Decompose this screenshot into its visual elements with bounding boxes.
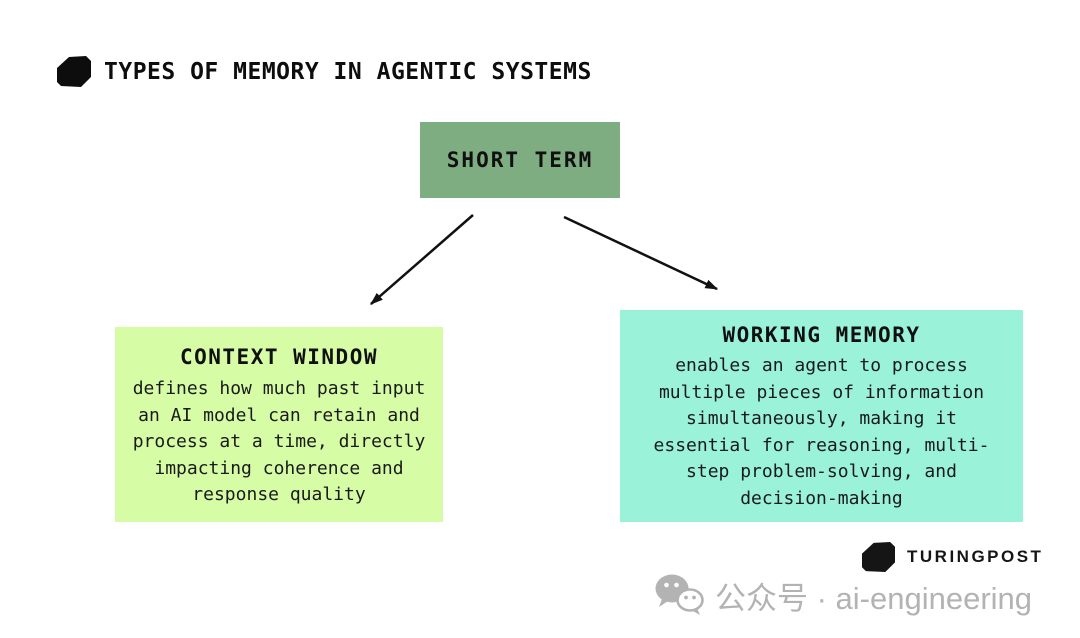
- cube-logo-icon: [862, 541, 895, 573]
- title-row: TYPES OF MEMORY IN AGENTIC SYSTEMS: [57, 56, 592, 87]
- node-short-term-label: SHORT TERM: [446, 148, 594, 172]
- node-context-window: CONTEXT WINDOW defines how much past inp…: [115, 327, 443, 522]
- wechat-watermark: 公众号 · ai-engineering: [653, 572, 1032, 618]
- page-title: TYPES OF MEMORY IN AGENTIC SYSTEMS: [104, 58, 592, 85]
- node-short-term: SHORT TERM: [420, 122, 620, 198]
- node-working-memory-title: WORKING MEMORY: [722, 323, 921, 347]
- cube-logo-icon: [57, 56, 91, 87]
- watermark-text: 公众号 · ai-engineering: [715, 580, 1033, 616]
- arrow-to-working-memory: [563, 215, 719, 291]
- node-context-window-title: CONTEXT WINDOW: [179, 345, 378, 369]
- node-working-memory: WORKING MEMORY enables an agent to proce…: [620, 310, 1023, 522]
- node-context-window-body: defines how much past input an AI model …: [132, 378, 426, 505]
- turingpost-branding: TURINGPOST: [862, 541, 1043, 573]
- brand-wordmark: TURINGPOST: [907, 547, 1044, 566]
- wechat-icon: [655, 574, 704, 615]
- node-working-memory-body: enables an agent to process multiple pie…: [653, 355, 990, 509]
- arrow-to-context-window: [370, 214, 474, 305]
